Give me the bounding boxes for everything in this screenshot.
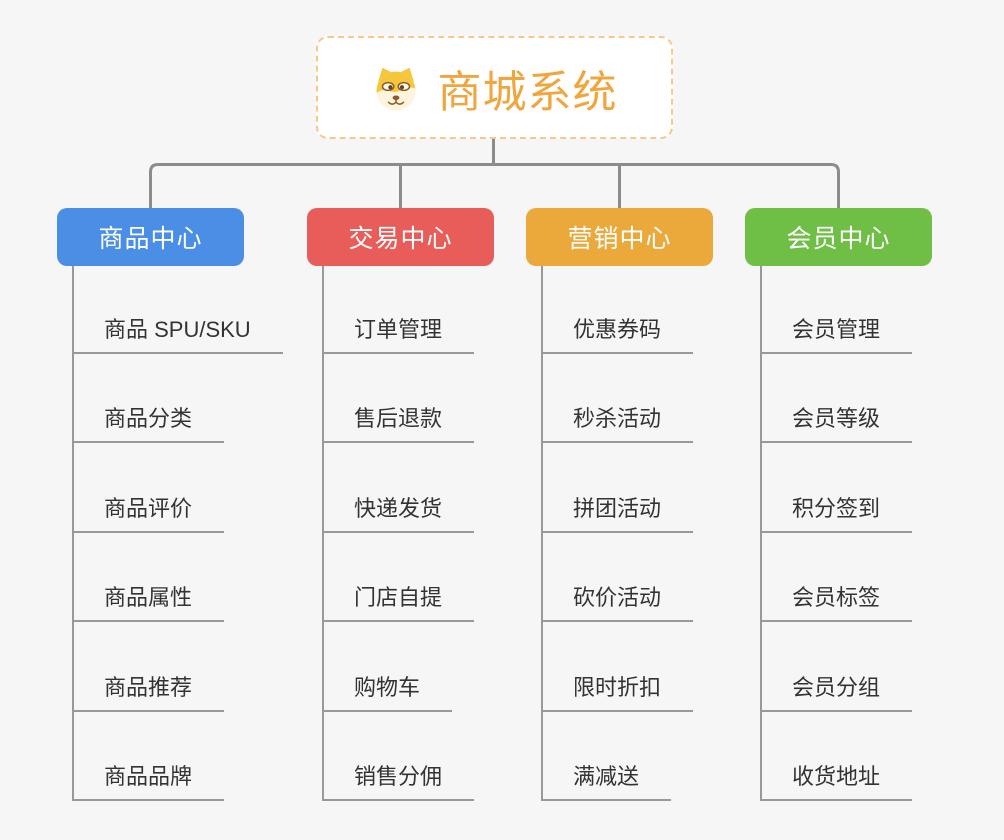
leaf-node[interactable]: 商品 SPU/SKU — [72, 316, 283, 354]
dog-face-icon — [376, 67, 415, 110]
branch-vertical-line — [541, 266, 543, 801]
branch-column-product-center: 商品中心 商品 SPU/SKU 商品分类 商品评价 商品属性 商品推荐 商品品牌 — [57, 0, 283, 840]
leaf-node[interactable]: 门店自提 — [322, 584, 475, 622]
branch-column-marketing-center: 营销中心 优惠券码 秒杀活动 拼团活动 砍价活动 限时折扣 满减送 — [526, 0, 726, 840]
leaf-node[interactable]: 优惠券码 — [541, 316, 694, 354]
branch-node-member-center[interactable]: 会员中心 — [745, 208, 932, 266]
branch-vertical-line — [760, 266, 762, 801]
leaf-node[interactable]: 商品评价 — [72, 495, 225, 533]
leaf-node[interactable]: 快递发货 — [322, 495, 475, 533]
branch-node-product-center[interactable]: 商品中心 — [57, 208, 244, 266]
branch-vertical-line — [72, 266, 74, 801]
branch-node-trade-center[interactable]: 交易中心 — [307, 208, 494, 266]
leaf-node[interactable]: 会员分组 — [760, 674, 913, 712]
leaf-node[interactable]: 积分签到 — [760, 495, 913, 533]
leaf-node[interactable]: 商品推荐 — [72, 674, 225, 712]
branch-vertical-line — [322, 266, 324, 801]
leaf-node[interactable]: 商品属性 — [72, 584, 225, 622]
leaf-node[interactable]: 满减送 — [541, 763, 672, 801]
leaf-node[interactable]: 销售分佣 — [322, 763, 475, 801]
branch-column-member-center: 会员中心 会员管理 会员等级 积分签到 会员标签 会员分组 收货地址 — [745, 0, 945, 840]
leaf-node[interactable]: 订单管理 — [322, 316, 475, 354]
leaf-node[interactable]: 购物车 — [322, 674, 453, 712]
leaf-node[interactable]: 商品分类 — [72, 405, 225, 443]
leaf-node[interactable]: 会员标签 — [760, 584, 913, 622]
leaf-node[interactable]: 拼团活动 — [541, 495, 694, 533]
branch-column-trade-center: 交易中心 订单管理 售后退款 快递发货 门店自提 购物车 销售分佣 — [307, 0, 507, 840]
root-node[interactable]: 商城系统 — [316, 36, 673, 139]
leaf-node[interactable]: 砍价活动 — [541, 584, 694, 622]
root-node-label: 商城系统 — [437, 67, 618, 117]
leaf-node[interactable]: 限时折扣 — [541, 674, 694, 712]
leaf-node[interactable]: 售后退款 — [322, 405, 475, 443]
leaf-node[interactable]: 商品品牌 — [72, 763, 225, 801]
leaf-node[interactable]: 会员等级 — [760, 405, 913, 443]
leaf-node[interactable]: 会员管理 — [760, 316, 913, 354]
leaf-node[interactable]: 收货地址 — [760, 763, 913, 801]
branch-node-marketing-center[interactable]: 营销中心 — [526, 208, 713, 266]
leaf-node[interactable]: 秒杀活动 — [541, 405, 694, 443]
